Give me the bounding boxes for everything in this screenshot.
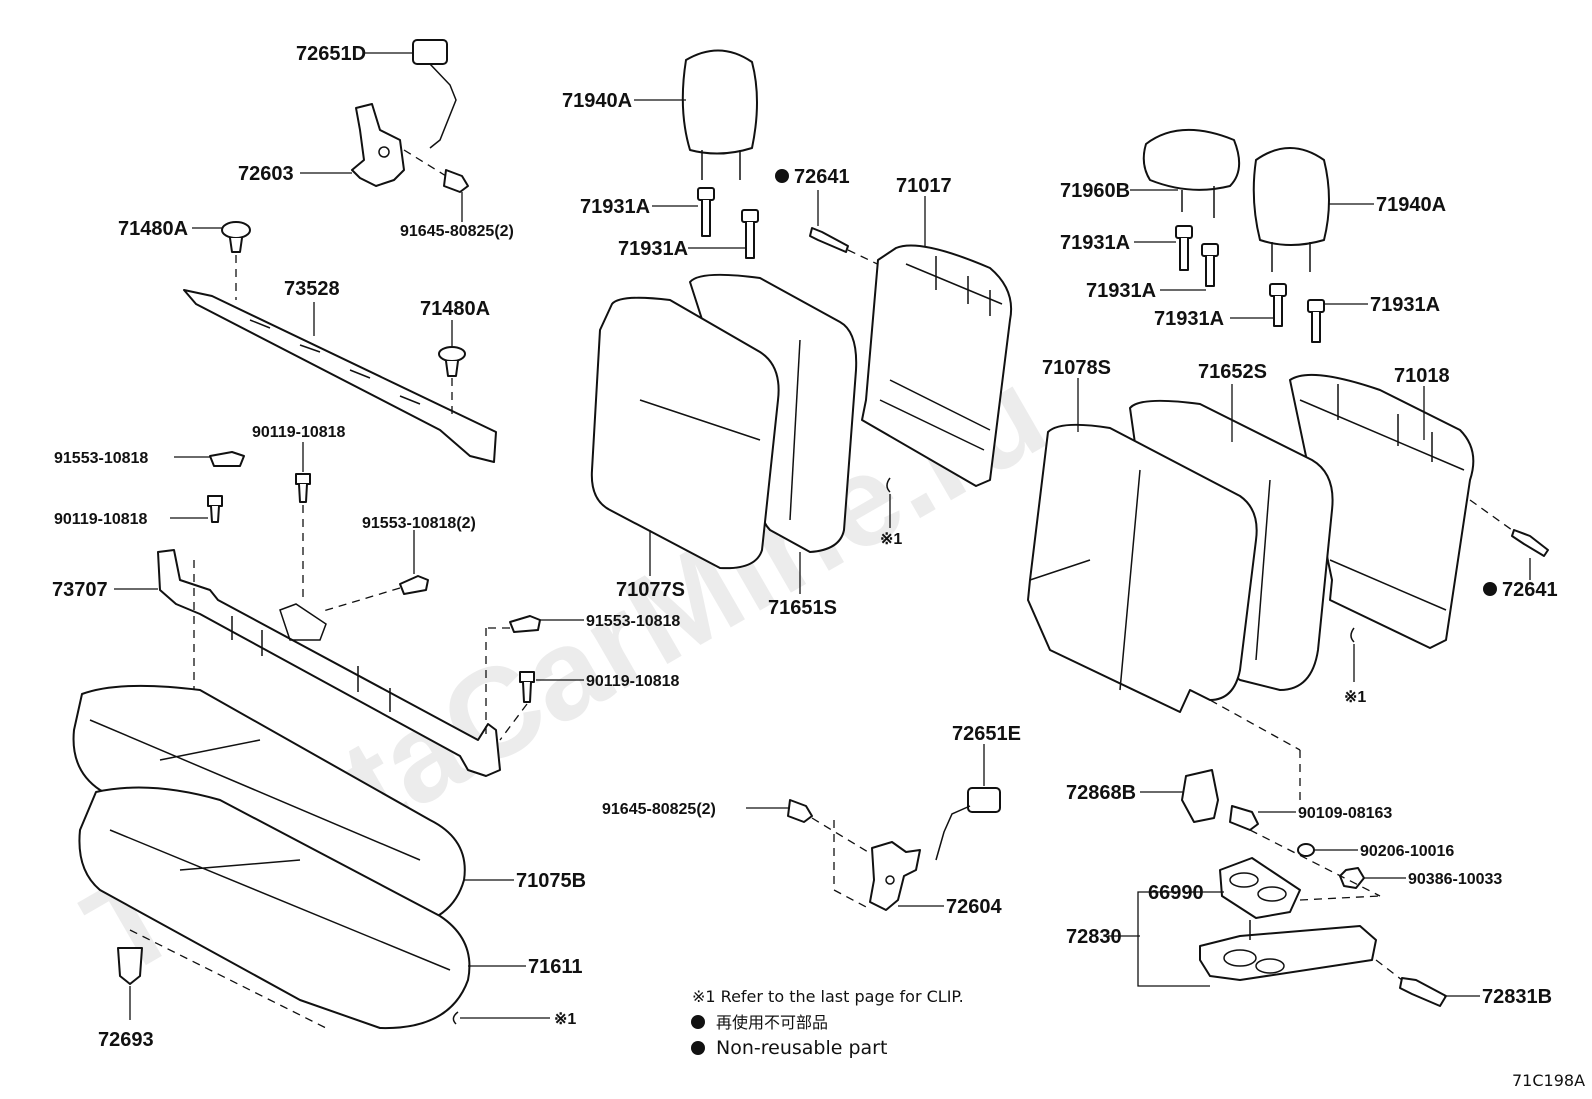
bolt-91645-top-drawing (443, 169, 469, 193)
label-71931A-5: 71931A (1154, 308, 1224, 330)
bolt-91553-a-drawing (209, 451, 245, 467)
label-72641-top: 72641 (794, 166, 850, 188)
guide-71931A-1-drawing (697, 187, 715, 237)
label-90119-c: 90119-10818 (586, 673, 680, 690)
cover-71611-drawing (78, 786, 471, 1030)
label-72830: 72830 (1066, 926, 1122, 948)
bolt-90119-c-drawing (519, 671, 535, 703)
washer-90206-drawing (1297, 843, 1315, 857)
label-71940A-right: 71940A (1376, 194, 1446, 216)
clip-71480A-left-drawing (221, 221, 251, 253)
frame-71017-drawing (861, 244, 1012, 487)
label-71480A-left: 71480A (118, 218, 188, 240)
label-72831B: 72831B (1482, 986, 1552, 1008)
label-71078S: 71078S (1042, 357, 1111, 379)
note-nonreuse-en: Non-reusable part (716, 1037, 887, 1059)
label-71652S: 71652S (1198, 361, 1267, 383)
label-72641-right: 72641 (1502, 579, 1558, 601)
bolt-90119-b-drawing (207, 495, 223, 523)
label-90119-a: 90119-10818 (252, 424, 346, 441)
clip-71480A-right-drawing (438, 346, 466, 377)
seatback-71078S-drawing (1027, 423, 1258, 713)
label-71960B: 71960B (1060, 180, 1130, 202)
bolt-91645-bottom-drawing (787, 799, 813, 823)
frame-73707-drawing (157, 549, 501, 777)
label-72693: 72693 (98, 1029, 154, 1051)
label-71018: 71018 (1394, 365, 1450, 387)
label-91553-b: 91553-10818(2) (362, 515, 476, 532)
label-71931A-4: 71931A (1086, 280, 1156, 302)
label-71611: 71611 (528, 956, 583, 978)
seatback-71077S-drawing (590, 296, 780, 570)
legend-dot-jp (691, 1015, 705, 1029)
hinge-72603-drawing (351, 103, 405, 187)
label-90119-b: 90119-10818 (54, 511, 148, 528)
label-73528: 73528 (284, 278, 340, 300)
label-90109: 90109-08163 (1298, 805, 1392, 822)
label-91645-top: 91645-80825(2) (400, 223, 514, 240)
label-71931A-2: 71931A (618, 238, 688, 260)
label-71931A-3: 71931A (1060, 232, 1130, 254)
label-91553-c: 91553-10818 (586, 613, 680, 630)
label-90386: 90386-10033 (1408, 871, 1502, 888)
label-71075B: 71075B (516, 870, 586, 892)
label-72651D: 72651D (296, 43, 366, 65)
label-71651S: 71651S (768, 597, 837, 619)
clip-72693-drawing (117, 947, 143, 985)
headrest-support-72651D-drawing (412, 39, 457, 149)
bolt-91553-c-drawing (509, 615, 541, 633)
label-72604: 72604 (946, 896, 1002, 918)
headrest-support-72651E-drawing (935, 787, 1001, 861)
guide-71931A-3-drawing (1175, 225, 1325, 343)
headrest-71940A-left-drawing (681, 49, 758, 180)
nonreusable-dot-72641-right (1483, 582, 1497, 596)
note-clip-ref: ※1 Refer to the last page for CLIP. (692, 987, 964, 1006)
label-91553-a: 91553-10818 (54, 450, 148, 467)
label-72603: 72603 (238, 163, 294, 185)
frame-71018-drawing (1289, 373, 1475, 649)
label-71931A-6: 71931A (1370, 294, 1440, 316)
guide-71931A-2-drawing (741, 209, 759, 259)
pin-72831B-drawing (1399, 977, 1447, 1007)
label-72651E: 72651E (952, 723, 1021, 745)
headrest-71960B-drawing (1142, 129, 1241, 218)
label-90206: 90206-10016 (1360, 843, 1454, 860)
note-nonreuse-jp: 再使用不可部品 (716, 1013, 828, 1032)
label-clip-1-bottom: ※1 (554, 1011, 576, 1028)
label-72868B: 72868B (1066, 782, 1136, 804)
hinge-72604-drawing (869, 841, 921, 911)
bolt-72641-right-drawing (1511, 529, 1549, 557)
nonreusable-dot-72641-top (775, 169, 789, 183)
label-71931A-1: 71931A (580, 196, 650, 218)
label-91645-bottom: 91645-80825(2) (602, 801, 716, 818)
label-71017: 71017 (896, 175, 952, 197)
bolt-90119-a-drawing (295, 473, 311, 503)
cupholder-66990-drawing (1219, 857, 1301, 919)
label-71940A-left: 71940A (562, 90, 632, 112)
bolt-91553-b-drawing (399, 575, 429, 595)
armrest-72830-drawing (1199, 920, 1377, 981)
figure-code: 71C198A (1512, 1071, 1585, 1090)
label-73707: 73707 (52, 579, 108, 601)
bolt-72641-top-drawing (809, 227, 849, 253)
bolt-90109-drawing (1229, 805, 1259, 831)
label-71480A-right: 71480A (420, 298, 490, 320)
label-66990: 66990 (1148, 882, 1204, 904)
headrest-71940A-right-drawing (1252, 147, 1330, 272)
label-clip-1-right: ※1 (1344, 689, 1366, 706)
legend-dot-en (691, 1041, 705, 1055)
bracket-73528-drawing (183, 289, 497, 463)
bracket-72868B-drawing (1181, 769, 1219, 823)
label-clip-1-center: ※1 (880, 531, 902, 548)
label-71077S: 71077S (616, 579, 685, 601)
